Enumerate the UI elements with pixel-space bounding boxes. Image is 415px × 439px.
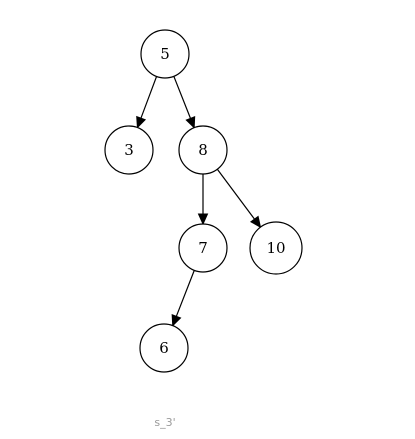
diagram-caption: s_3' <box>154 416 176 429</box>
tree-node-8: 8 <box>178 125 228 175</box>
node-label: 8 <box>198 141 208 159</box>
tree-node-5: 5 <box>140 29 190 79</box>
arrow-head-icon <box>197 213 209 226</box>
tree-node-10: 10 <box>249 221 303 275</box>
arrow-head-icon <box>249 215 262 229</box>
tree-node-3: 3 <box>104 125 154 175</box>
edge-n5-n8 <box>173 76 196 129</box>
edge-line <box>175 270 195 317</box>
node-circle <box>140 29 190 79</box>
node-circle <box>178 223 228 273</box>
node-circle <box>178 125 228 175</box>
node-circle <box>249 221 303 275</box>
node-label: 5 <box>160 45 170 63</box>
arrow-head-icon <box>171 313 182 327</box>
edge-line <box>216 168 255 220</box>
arrow-head-icon <box>185 115 196 129</box>
edge-n8-n10 <box>216 168 262 229</box>
node-label: 6 <box>159 339 169 357</box>
edges-layer <box>136 76 262 327</box>
edge-line <box>173 76 192 119</box>
node-circle <box>139 323 189 373</box>
tree-node-7: 7 <box>178 223 228 273</box>
node-label: 10 <box>266 239 285 257</box>
node-label: 3 <box>124 141 134 159</box>
arrow-head-icon <box>136 115 147 129</box>
edge-n8-n7 <box>197 174 209 226</box>
edge-n5-n3 <box>136 76 158 129</box>
tree-node-6: 6 <box>139 323 189 373</box>
node-label: 7 <box>198 239 208 257</box>
edge-line <box>140 76 158 119</box>
edge-n7-n6 <box>171 270 195 327</box>
nodes-layer: 5 3 8 7 10 6 <box>104 29 303 373</box>
node-circle <box>104 125 154 175</box>
